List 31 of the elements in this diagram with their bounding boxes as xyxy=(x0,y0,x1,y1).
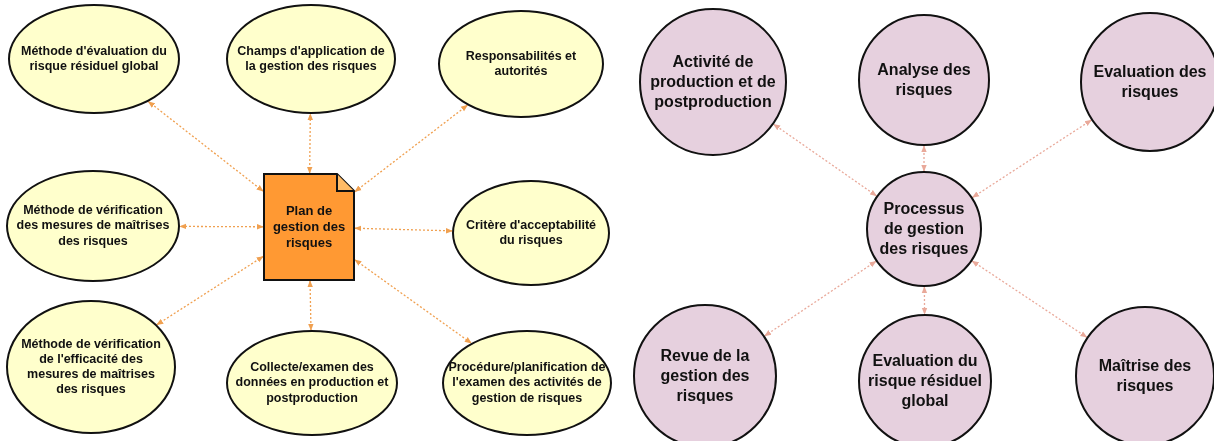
connector-arrow xyxy=(921,286,928,315)
node-label: Champs d'application de la gestion des risques xyxy=(236,43,386,75)
connector-arrow xyxy=(971,119,1092,199)
document-node xyxy=(263,173,355,281)
node-label: Responsabilités et autorités xyxy=(464,48,578,80)
connector-arrow xyxy=(354,104,469,193)
connector-arrow xyxy=(147,100,264,192)
node-label: Revue de la gestion des risques xyxy=(659,346,751,406)
node-label: Processus de gestion des risques xyxy=(878,199,970,259)
connector-arrow xyxy=(306,113,314,174)
connector-arrow xyxy=(764,260,877,337)
node-label: Critère d'acceptabilité du risques xyxy=(464,217,598,249)
connector-arrow xyxy=(307,280,314,331)
node-label: Analyse des risques xyxy=(876,60,972,100)
node-label: Méthode d'évaluation du risque résiduel global xyxy=(19,43,168,75)
connector-arrow xyxy=(354,225,453,234)
node-label: Méthode de vérification de l'efficacité des mesures de maîtrises des risques xyxy=(20,336,162,398)
connector-arrow xyxy=(773,123,878,197)
node-label: Procédure/planification de l'examen des activités de gestion de risques xyxy=(447,360,607,406)
connector-arrow xyxy=(921,145,927,172)
node-label: Méthode de vérification des mesures de maîtrises des risques xyxy=(15,203,171,249)
connector-arrow xyxy=(156,255,264,326)
node-label: Maîtrise des risques xyxy=(1097,356,1193,396)
node-label: Evaluation du risque résiduel global xyxy=(867,351,983,411)
node-label: Plan de gestion des risques xyxy=(271,202,347,252)
connector-arrow xyxy=(179,223,264,230)
connector-arrow xyxy=(354,259,472,344)
node-label: Evaluation des risques xyxy=(1092,62,1208,102)
connector-arrow xyxy=(971,260,1088,338)
node-label: Activité de production et de postproduction xyxy=(649,52,777,112)
node-label: Collecte/examen des données en production et postproduction xyxy=(234,360,390,406)
